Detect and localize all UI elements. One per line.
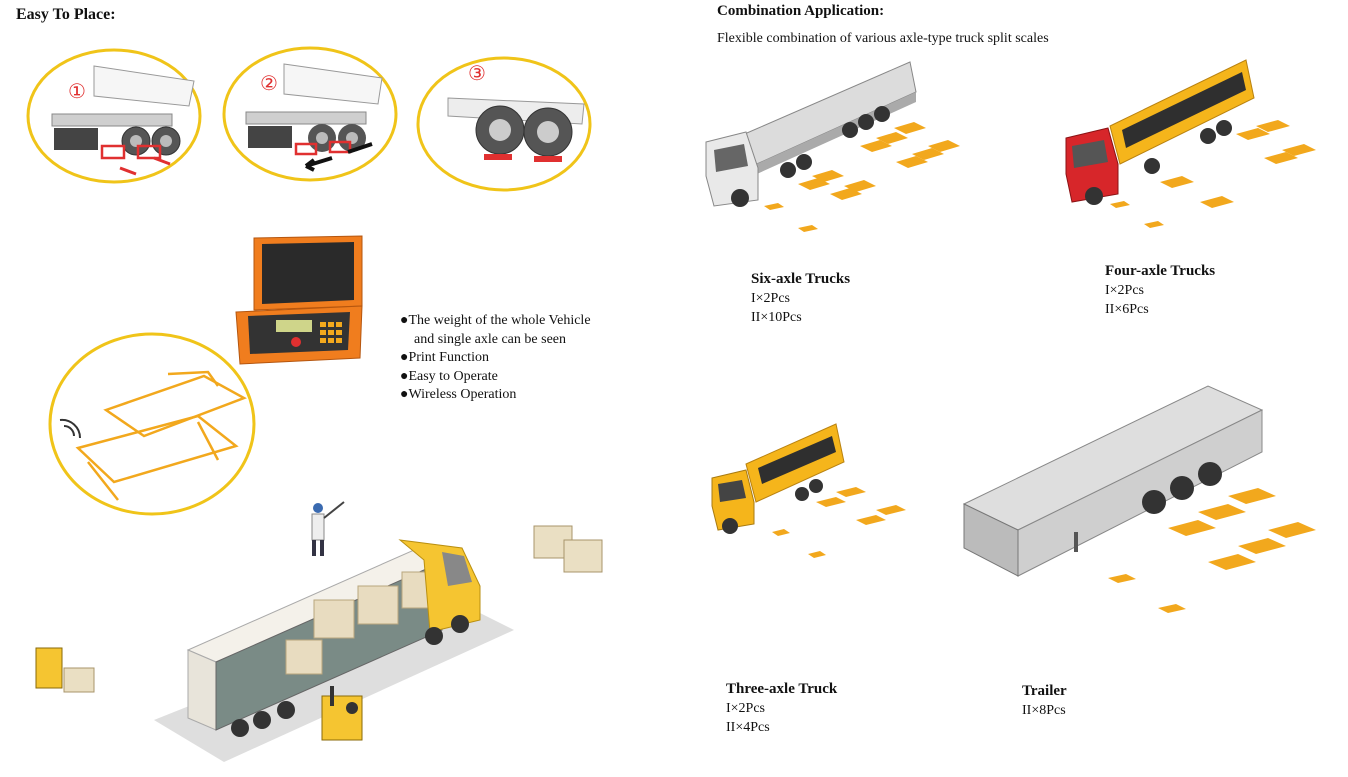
four-axle-truck-illustration: [1065, 59, 1316, 228]
trailer-name: Trailer: [1022, 683, 1067, 699]
feature-whole-vehicle: ●The weight of the whole Vehicle: [400, 313, 591, 328]
four-axle-line-2: II×6Pcs: [1105, 302, 1149, 317]
features-list: ●The weight of the whole Vehicle and sin…: [400, 312, 591, 405]
step-1-illustration: ①: [26, 48, 202, 184]
six-axle-line-2: II×10Pcs: [751, 310, 802, 325]
wireless-pad-illustration: [48, 332, 256, 516]
four-axle-name: Four-axle Trucks: [1105, 263, 1216, 279]
six-axle-name: Six-axle Trucks: [751, 271, 851, 287]
three-axle-label: Three-axle Truck I×2Pcs II×4Pcs: [726, 680, 837, 737]
trailer-illustration: [962, 385, 1316, 613]
step-2-number: ②: [260, 71, 278, 95]
combination-subtitle: Flexible combination of various axle-typ…: [717, 31, 1049, 46]
six-axle-label: Six-axle Trucks I×2Pcs II×10Pcs: [751, 270, 850, 327]
feature-easy-operate: ●Easy to Operate: [400, 368, 498, 384]
six-axle-line-1: I×2Pcs: [751, 291, 791, 306]
step-3-illustration: ③: [416, 56, 592, 192]
feature-wireless: ●Wireless Operation: [400, 387, 517, 402]
feature-single-axle: and single axle can be seen: [414, 331, 566, 347]
wireless-signal-icon: [59, 418, 82, 439]
feature-print: ●Print Function: [400, 350, 489, 365]
combination-title: Combination Application:: [717, 3, 885, 19]
three-axle-name: Three-axle Truck: [726, 681, 838, 697]
four-axle-label: Four-axle Trucks I×2Pcs II×6Pcs: [1105, 262, 1215, 319]
step-2-illustration: ②: [222, 46, 398, 182]
six-axle-truck-illustration: [705, 61, 960, 232]
three-axle-truck-illustration: [711, 423, 906, 558]
four-axle-line-1: I×2Pcs: [1105, 283, 1145, 298]
trailer-label: Trailer II×8Pcs: [1022, 682, 1067, 720]
three-axle-line-1: I×2Pcs: [726, 701, 766, 716]
step-1-number: ①: [68, 79, 86, 103]
logistics-scene: [35, 501, 603, 762]
three-axle-line-2: II×4Pcs: [726, 720, 770, 735]
easy-to-place-title: Easy To Place:: [16, 6, 116, 23]
step-3-number: ③: [468, 61, 486, 85]
trailer-line-1: II×8Pcs: [1022, 703, 1066, 718]
weighing-indicator-case: [235, 235, 363, 365]
